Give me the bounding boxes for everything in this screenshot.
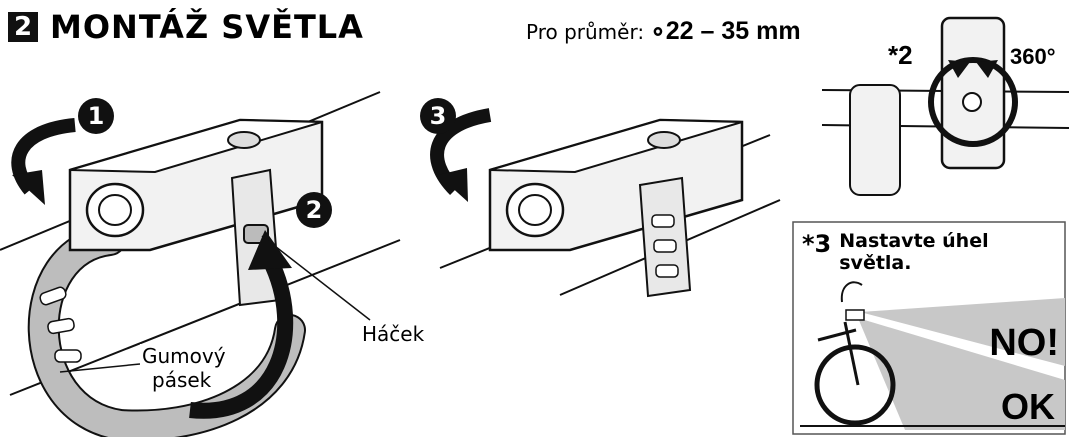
beam-ok [858,318,1065,430]
light-middle [488,118,744,252]
strap-hole [47,317,75,335]
beam-no [860,298,1065,366]
ok-label: OK [1001,386,1055,427]
diameter-value: ∘22 – 35 mm [650,17,801,45]
lens-mid-inner [518,194,552,226]
strap-hole [39,286,67,306]
strap-label-1: Gumový [140,344,228,368]
hook-leader [261,235,371,321]
rotation-label: 360° [1010,44,1056,69]
step-number-1: 1 [78,98,114,134]
mount-bracket-mid [638,176,692,298]
rotation-arrow-left [948,60,970,78]
step-number-3: 3 [420,98,456,134]
lens-left-inner [98,194,132,226]
angle-note-header: *3 Nastavte úhel světla. [802,230,989,274]
rotate-arrow-3-head [438,168,468,202]
angle-note-line2: světla. [839,252,912,274]
power-button-left [227,131,261,149]
power-button-mid [647,131,681,149]
rotation-circle [928,57,1018,147]
step-badge: 2 [8,12,38,42]
rotation-arrow-right [976,60,998,78]
strap-hole [651,214,675,228]
diameter-label: Pro průměr: [526,20,645,44]
strap-label-2: pásek [150,368,214,392]
rotate-arrow-1-head [12,170,45,205]
angle-note-line1: Nastavte úhel [839,230,989,252]
angle-note-text: Nastavte úhel světla. [839,230,988,274]
title-text: MONTÁŽ SVĚTLA [50,8,364,46]
no-label: NO! [989,322,1059,364]
step-number-2: 2 [296,192,332,228]
note-3-ref: *3 [802,230,832,258]
pull-arrow-2 [189,256,294,419]
bike-handlebar [817,328,857,342]
bike-light-small [845,309,865,321]
hook-label: Háček [360,322,427,346]
handlebar-left-lower [9,239,401,396]
strap-leader [59,363,141,373]
pull-arrow-2-head [248,230,292,270]
angle-arrow [840,281,863,303]
page-title: 2 MONTÁŽ SVĚTLA [8,8,364,46]
light-left-top [69,118,323,174]
light-button-front [962,92,982,112]
strap-hole [655,264,679,278]
light-left [68,118,324,252]
strap-hole [54,349,82,363]
bike-wheel [814,344,896,426]
diameter-info: Pro průměr: ∘22 – 35 mm [526,16,801,46]
stem-clamp [849,84,901,196]
light-mid-top [489,118,743,174]
strap-hole [653,239,677,253]
note-2-ref: *2 [888,40,913,70]
